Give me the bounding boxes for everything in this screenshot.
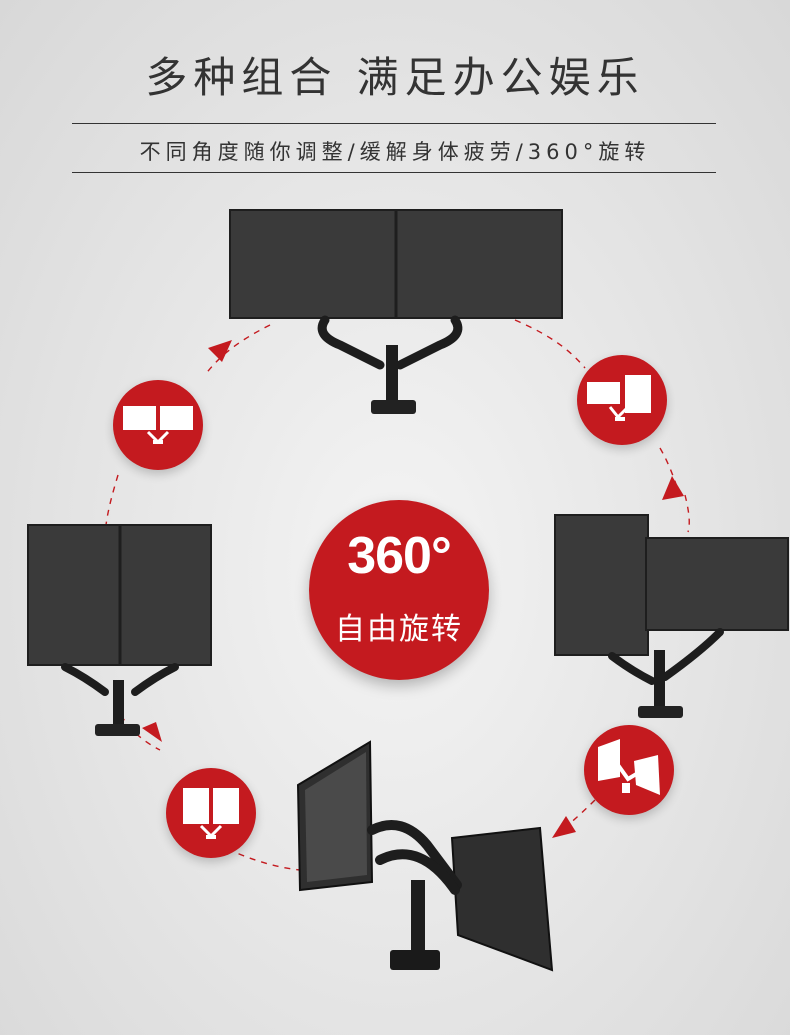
angled-dual-icon (584, 725, 674, 815)
mixed-landscape-portrait-icon (577, 355, 667, 445)
title-rule-bottom (72, 172, 716, 173)
landscape-dual-icon (113, 380, 203, 470)
right-dual-monitor (554, 514, 789, 718)
rotation-badge: 360° 自由旋转 (309, 500, 489, 680)
portrait-dual-icon (166, 768, 256, 858)
rotation-caption: 自由旋转 (335, 612, 463, 647)
bottom-angled-monitors (296, 740, 554, 972)
title-rule-top (72, 123, 716, 124)
page-title: 多种组合 满足办公娱乐 (145, 53, 645, 102)
top-dual-monitor (229, 209, 563, 414)
rotation-degrees: 360° (347, 527, 452, 585)
path-arrows (142, 340, 684, 838)
page-subtitle: 不同角度随你调整/缓解身体疲劳/360°旋转 (139, 140, 651, 164)
left-dual-monitor (27, 524, 212, 736)
